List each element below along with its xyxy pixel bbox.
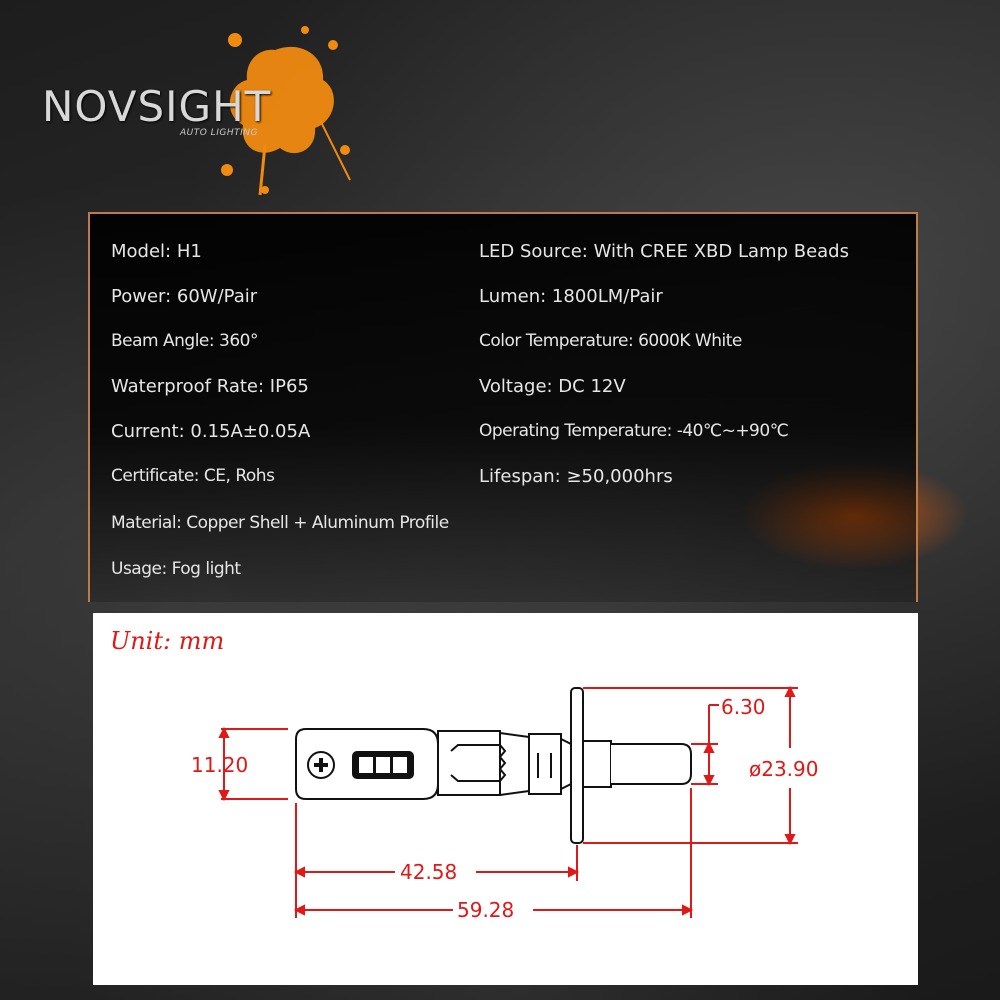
paint-splash-graphic (221, 26, 351, 196)
spec-color-temperature: Color Temperature: 6000K White (479, 331, 742, 351)
dimension-height-label: 11.20 (191, 753, 249, 777)
spec-panel: Model: H1 LED Source: With CREE XBD Lamp… (88, 212, 918, 602)
brand-name: NOVSIGHT (42, 82, 272, 131)
spec-model: Model: H1 (111, 241, 202, 262)
spec-usage: Usage: Fog light (111, 559, 241, 579)
dimension-body-length-label: 42.58 (400, 860, 458, 884)
screw-head (307, 751, 335, 779)
dimension-lines (218, 685, 798, 918)
spec-led-source: LED Source: With CREE XBD Lamp Beads (479, 241, 849, 262)
spec-material: Material: Copper Shell + Aluminum Profil… (111, 513, 449, 533)
dimension-total-length-label: 59.28 (457, 898, 515, 922)
brand-tagline: AUTO LIGHTING (180, 128, 258, 138)
dimension-tip-label: 6.30 (721, 695, 766, 719)
bulb-drawing (218, 685, 798, 918)
bulb-outline (295, 687, 692, 844)
dimension-diagram-panel: Unit: mm (93, 613, 918, 985)
spec-voltage: Voltage: DC 12V (479, 376, 626, 397)
unit-label: Unit: mm (110, 627, 225, 655)
spec-current: Current: 0.15A±0.05A (111, 421, 311, 442)
spec-operating-temperature: Operating Temperature: -40℃~+90℃ (479, 421, 789, 441)
led-chip-array (352, 751, 414, 779)
dimension-diameter-label: ø23.90 (749, 757, 819, 781)
brand-logo: NOVSIGHT AUTO LIGHTING (42, 82, 342, 142)
spec-waterproof: Waterproof Rate: IP65 (111, 376, 309, 397)
spec-lumen: Lumen: 1800LM/Pair (479, 286, 663, 307)
spec-lifespan: Lifespan: ≥50,000hrs (479, 466, 673, 487)
spec-power: Power: 60W/Pair (111, 286, 258, 307)
spec-beam-angle: Beam Angle: 360° (111, 331, 258, 351)
spec-certificate: Certificate: CE, Rohs (111, 466, 275, 486)
